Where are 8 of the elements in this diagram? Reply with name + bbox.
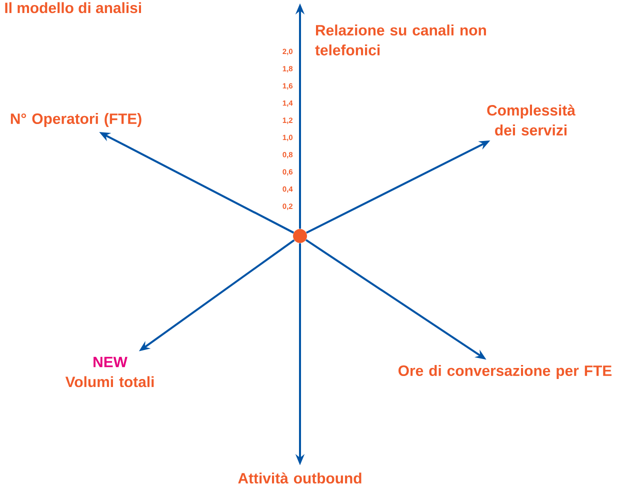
axis-label: Relazione su canali non telefonici	[315, 24, 486, 56]
axis-label: Attività outbound	[238, 472, 362, 484]
axis-label: N° Operatori (FTE)	[10, 113, 142, 127]
axis-label: Complessità dei servizi	[487, 104, 576, 136]
axis-label: NEW Volumi totali	[65, 356, 154, 388]
origin-dot	[293, 229, 307, 243]
axis-label: Ore di conversazione per FTE	[398, 365, 612, 379]
title: Il modello di analisi	[5, 2, 141, 14]
